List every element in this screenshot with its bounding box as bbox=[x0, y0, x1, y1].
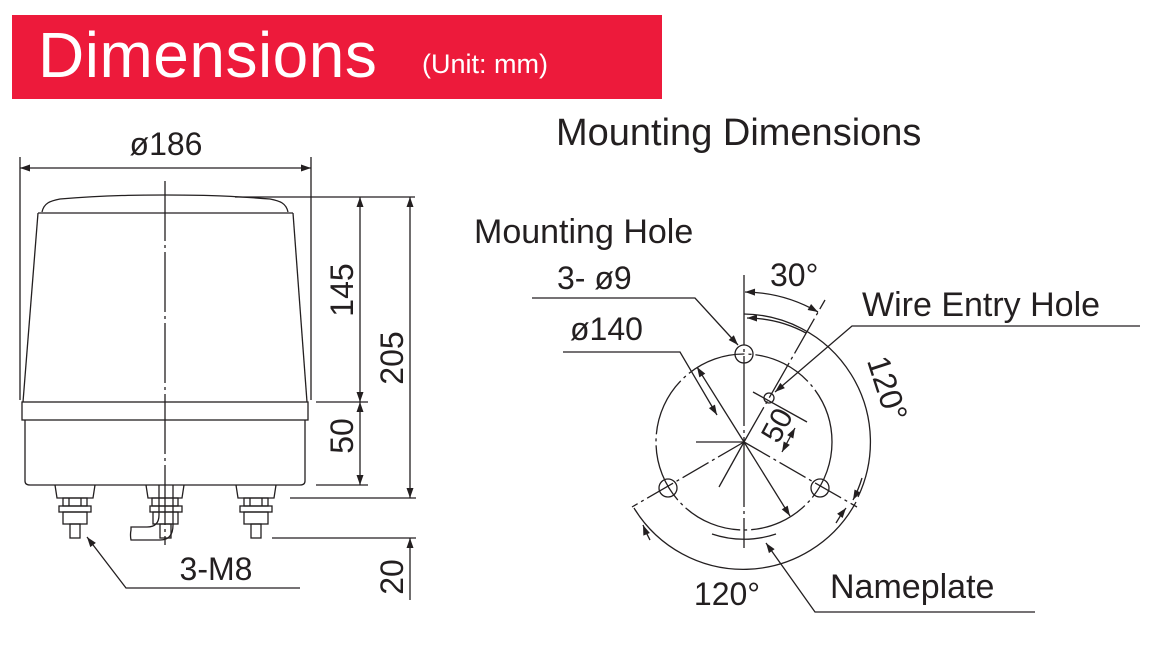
angle-120-right-label: 120° bbox=[860, 352, 915, 426]
diameter-186-label: ø186 bbox=[130, 126, 203, 162]
height-50-label: 50 bbox=[324, 418, 360, 454]
nameplate-label: Nameplate bbox=[830, 568, 994, 606]
hole-size-label: 3- ø9 bbox=[557, 260, 632, 296]
angle-30-label: 30° bbox=[770, 257, 818, 293]
stud-3-m8-label: 3-M8 bbox=[180, 551, 253, 587]
side-view bbox=[19, 157, 416, 600]
stud-20-label: 20 bbox=[374, 559, 410, 595]
mounting-dimensions-title: Mounting Dimensions bbox=[556, 112, 922, 154]
pcd-140-label: ø140 bbox=[570, 311, 643, 347]
banner-title: Dimensions bbox=[38, 19, 378, 91]
height-145-label: 145 bbox=[324, 263, 360, 316]
title-banner: Dimensions (Unit: mm) bbox=[12, 15, 662, 99]
height-205-label: 205 bbox=[374, 331, 410, 384]
angle-120-bottom-label: 120° bbox=[694, 576, 760, 612]
banner-unit: (Unit: mm) bbox=[422, 49, 548, 79]
mounting-hole-label: Mounting Hole bbox=[474, 213, 693, 251]
wire-entry-hole-label: Wire Entry Hole bbox=[862, 286, 1100, 324]
mounting-view bbox=[532, 275, 1140, 613]
